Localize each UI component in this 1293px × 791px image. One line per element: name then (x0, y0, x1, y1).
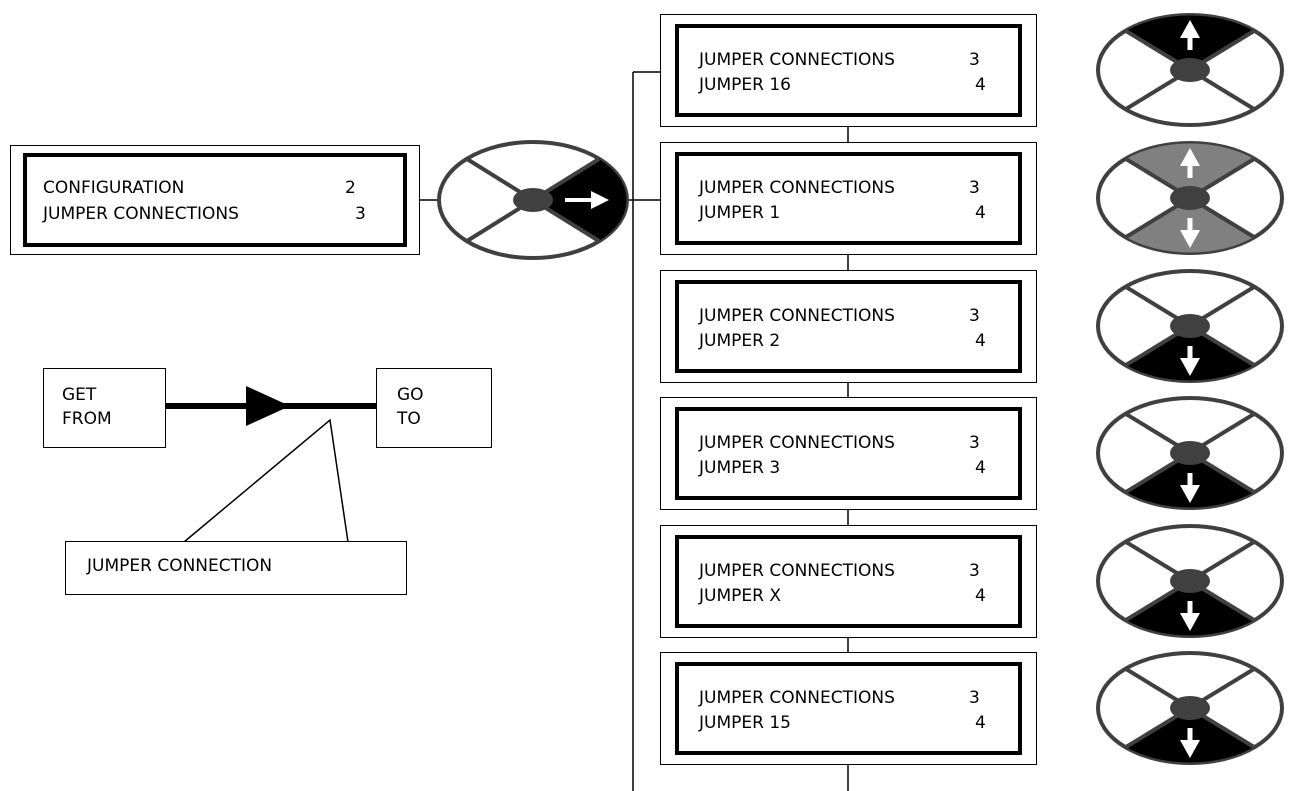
menu-item-number: 4 (975, 713, 986, 733)
menu-title-number: 3 (969, 50, 980, 70)
center-button (1170, 441, 1210, 465)
down-arrow-icon (1180, 740, 1200, 758)
menu-item-label: JUMPER 16 (699, 75, 791, 95)
config-menu-label: CONFIGURATION (43, 178, 185, 198)
menu-item-number: 4 (975, 203, 986, 223)
menu-item-label: JUMPER 3 (699, 458, 781, 478)
config-menu-number: 2 (345, 178, 356, 198)
menu-item-label: JUMPER 2 (699, 331, 781, 351)
menu-title-label: JUMPER CONNECTIONS (699, 688, 895, 708)
to-label: TO (397, 409, 421, 429)
get-from-box: GET FROM (43, 368, 166, 448)
menu-item-number: 4 (975, 458, 986, 478)
menu-item-number: 4 (975, 586, 986, 606)
menu-title-label: JUMPER CONNECTIONS (699, 433, 895, 453)
up-arrow-icon (1180, 148, 1200, 166)
down-arrow-icon (1180, 230, 1200, 248)
jumper-menu-number: 3 (355, 204, 366, 224)
center-button (1170, 696, 1210, 720)
menu-title-number: 3 (969, 178, 980, 198)
keypad-2 (1096, 141, 1284, 255)
jumper-connection-callout: JUMPER CONNECTION (65, 541, 407, 595)
keypad-4 (1096, 396, 1284, 510)
center-button (1170, 58, 1210, 82)
keypad-1 (1096, 13, 1284, 127)
menu-title-label: JUMPER CONNECTIONS (699, 306, 895, 326)
jumper-connection-label: JUMPER CONNECTION (87, 556, 273, 576)
go-label: GO (397, 385, 424, 405)
up-arrow-icon (1180, 20, 1200, 38)
main-keypad (437, 140, 629, 260)
menu-item-number: 4 (975, 331, 986, 351)
down-arrow-icon (1180, 613, 1200, 631)
menu-title-number: 3 (969, 688, 980, 708)
menu-item-label: JUMPER 15 (699, 713, 791, 733)
center-button (1170, 186, 1210, 210)
center-button (513, 188, 553, 212)
from-label: FROM (62, 409, 112, 429)
callout-pointer (183, 418, 349, 543)
menu-title-number: 3 (969, 306, 980, 326)
jumper-menu-label: JUMPER CONNECTIONS (43, 204, 239, 224)
menu-title-number: 3 (969, 561, 980, 581)
menu-title-label: JUMPER CONNECTIONS (699, 178, 895, 198)
center-button (1170, 314, 1210, 338)
right-arrow-icon (591, 191, 609, 209)
menu-title-label: JUMPER CONNECTIONS (699, 50, 895, 70)
down-arrow-icon (1180, 358, 1200, 376)
config-menu: CONFIGURATION 2 JUMPER CONNECTIONS 3 (10, 145, 420, 255)
menu-item-label: JUMPER X (699, 586, 781, 606)
keypad-6 (1096, 651, 1284, 765)
down-arrow-icon (1180, 485, 1200, 503)
menu-item-number: 4 (975, 75, 986, 95)
keypad-3 (1096, 269, 1284, 383)
menu-title-label: JUMPER CONNECTIONS (699, 561, 895, 581)
go-to-box: GO TO (376, 368, 492, 448)
center-button (1170, 569, 1210, 593)
get-label: GET (62, 385, 97, 405)
menu-item-label: JUMPER 1 (699, 203, 781, 223)
keypad-5 (1096, 524, 1284, 638)
connection-arrow-icon (246, 386, 290, 426)
menu-title-number: 3 (969, 433, 980, 453)
